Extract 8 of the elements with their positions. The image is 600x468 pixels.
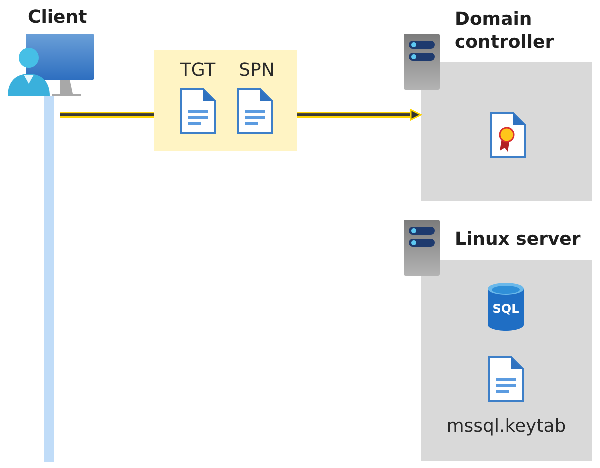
ticket-label: TGT [179, 60, 217, 81]
server-heading: Linux server [455, 228, 581, 251]
server-heading: Domain controller [455, 8, 556, 54]
database-label: SQL [492, 302, 520, 316]
file-name: mssql.keytab [446, 416, 568, 437]
ticket-label: SPN [238, 60, 276, 81]
client-heading: Client [28, 6, 88, 29]
arrow [297, 109, 422, 121]
